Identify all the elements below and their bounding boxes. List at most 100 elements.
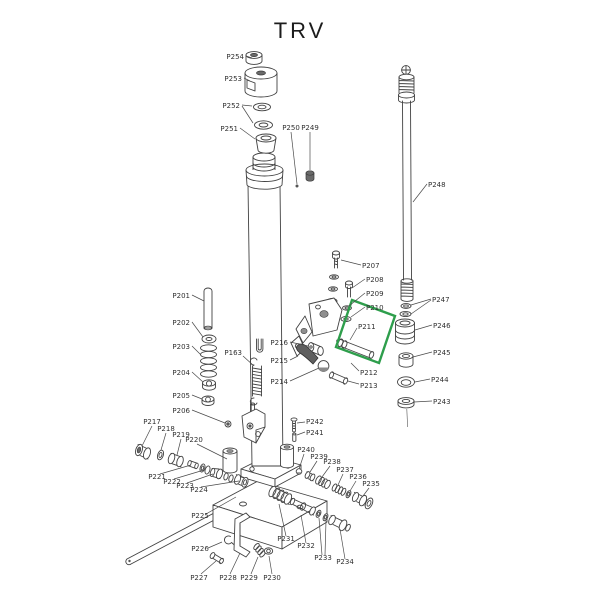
leader-line-P246	[414, 324, 433, 331]
part-label-P220: P220	[185, 436, 203, 444]
leader-line-P207	[340, 259, 362, 266]
part-label-P231: P231	[277, 535, 295, 543]
base-boss-right	[280, 443, 294, 469]
top-nut-p254	[245, 51, 263, 65]
part-label-P243: P243	[433, 398, 451, 406]
part-label-P241: P241	[306, 429, 324, 437]
leader-line-P203	[191, 345, 202, 356]
leader-line-P212	[350, 362, 360, 372]
leader-line-P223	[186, 473, 214, 484]
part-label-P223: P223	[176, 482, 194, 490]
spring-p229	[253, 543, 266, 558]
part-label-P202: P202	[172, 319, 190, 327]
knob-p206	[224, 420, 232, 428]
leader-line-P229	[250, 556, 259, 575]
part-label-P249: P249	[301, 124, 319, 132]
leader-line-P205	[191, 394, 203, 400]
pump-rod-p248	[398, 65, 415, 302]
leader-line-P233	[324, 520, 327, 556]
part-label-P212: P212	[360, 369, 378, 377]
lever-fork-p216	[307, 342, 324, 356]
leader-line-P233	[318, 517, 323, 556]
leader-line-P231	[278, 503, 287, 537]
leader-line-P251	[239, 127, 256, 140]
part-label-P245: P245	[433, 349, 451, 357]
part-label-P227: P227	[190, 574, 208, 582]
leader-line-P222	[173, 469, 205, 480]
screw-p242	[290, 417, 298, 433]
leader-line-P245	[412, 351, 433, 358]
leader-line-P206	[191, 409, 226, 424]
leader-line-P243	[413, 400, 433, 403]
leader-line-P216	[289, 341, 309, 347]
leader-line-P232	[300, 514, 307, 544]
part-label-P254: P254	[226, 53, 244, 61]
part-label-P229: P229	[240, 574, 258, 582]
part-label-P234: P234	[336, 558, 354, 566]
leader-line-P252	[241, 104, 253, 107]
leader-line-P215	[289, 355, 299, 361]
part-label-P237: P237	[336, 466, 354, 474]
part-label-P207: P207	[362, 262, 380, 270]
leader-line-P228	[229, 552, 241, 575]
leader-line-P247	[410, 298, 432, 306]
part-label-P203: P203	[172, 343, 190, 351]
release-lever-p215	[296, 343, 319, 365]
leader-lines	[141, 55, 433, 575]
leader-line-P213	[347, 380, 360, 385]
valve-pin-p201	[203, 287, 213, 331]
leader-line-P252	[241, 105, 254, 124]
part-label-P239: P239	[310, 453, 328, 461]
top-cap-p253	[244, 66, 278, 98]
rod-seal-stack	[395, 303, 415, 428]
retaining-clip-p226	[223, 535, 236, 546]
fitting-train-left	[135, 443, 249, 488]
leader-line-P220	[196, 443, 228, 460]
leader-line-P219	[176, 438, 182, 456]
part-label-P228: P228	[219, 574, 237, 582]
part-label-P236: P236	[349, 473, 367, 481]
nut-p205	[201, 395, 215, 406]
leader-line-P237	[337, 473, 344, 486]
part-label-P211: P211	[358, 323, 376, 331]
part-label-P246: P246	[433, 322, 451, 330]
leader-line-P210	[350, 306, 366, 318]
part-label-P244: P244	[431, 376, 449, 384]
leader-line-P242	[296, 421, 306, 424]
leader-line-P218	[160, 432, 167, 451]
part-label-P206: P206	[172, 407, 190, 415]
part-label-P224: P224	[190, 486, 208, 494]
washer-p202	[201, 334, 217, 344]
spring-p203	[200, 344, 217, 378]
part-label-P210: P210	[366, 304, 384, 312]
part-label-P251: P251	[220, 125, 238, 133]
part-label-P240: P240	[297, 446, 315, 454]
leader-line-P163	[242, 355, 255, 367]
part-label-P217: P217	[143, 418, 161, 426]
part-label-P213: P213	[360, 382, 378, 390]
part-label-P226: P226	[191, 545, 209, 553]
base-block	[212, 480, 328, 550]
part-label-P219: P219	[172, 431, 190, 439]
part-label-P201: P201	[172, 292, 190, 300]
nut-p230	[263, 547, 274, 555]
part-label-P230: P230	[263, 574, 281, 582]
part-label-P204: P204	[172, 369, 190, 377]
leader-line-P234	[339, 528, 346, 560]
part-label-P218: P218	[157, 425, 175, 433]
part-label-P232: P232	[297, 542, 315, 550]
pin-p227	[209, 552, 225, 565]
part-label-P225: P225	[191, 512, 209, 520]
selection-highlight-box	[334, 298, 397, 365]
leader-line-P248	[412, 183, 428, 203]
leader-line-P254	[245, 55, 253, 59]
part-label-P235: P235	[362, 480, 380, 488]
pin-p241	[292, 432, 297, 442]
leader-line-P253	[243, 77, 251, 82]
part-label-P252: P252	[222, 102, 240, 110]
part-label-P215: P215	[270, 357, 288, 365]
leader-line-P250	[290, 131, 298, 185]
gland-bushing-p251	[255, 133, 277, 154]
leader-line-P204	[191, 371, 204, 383]
